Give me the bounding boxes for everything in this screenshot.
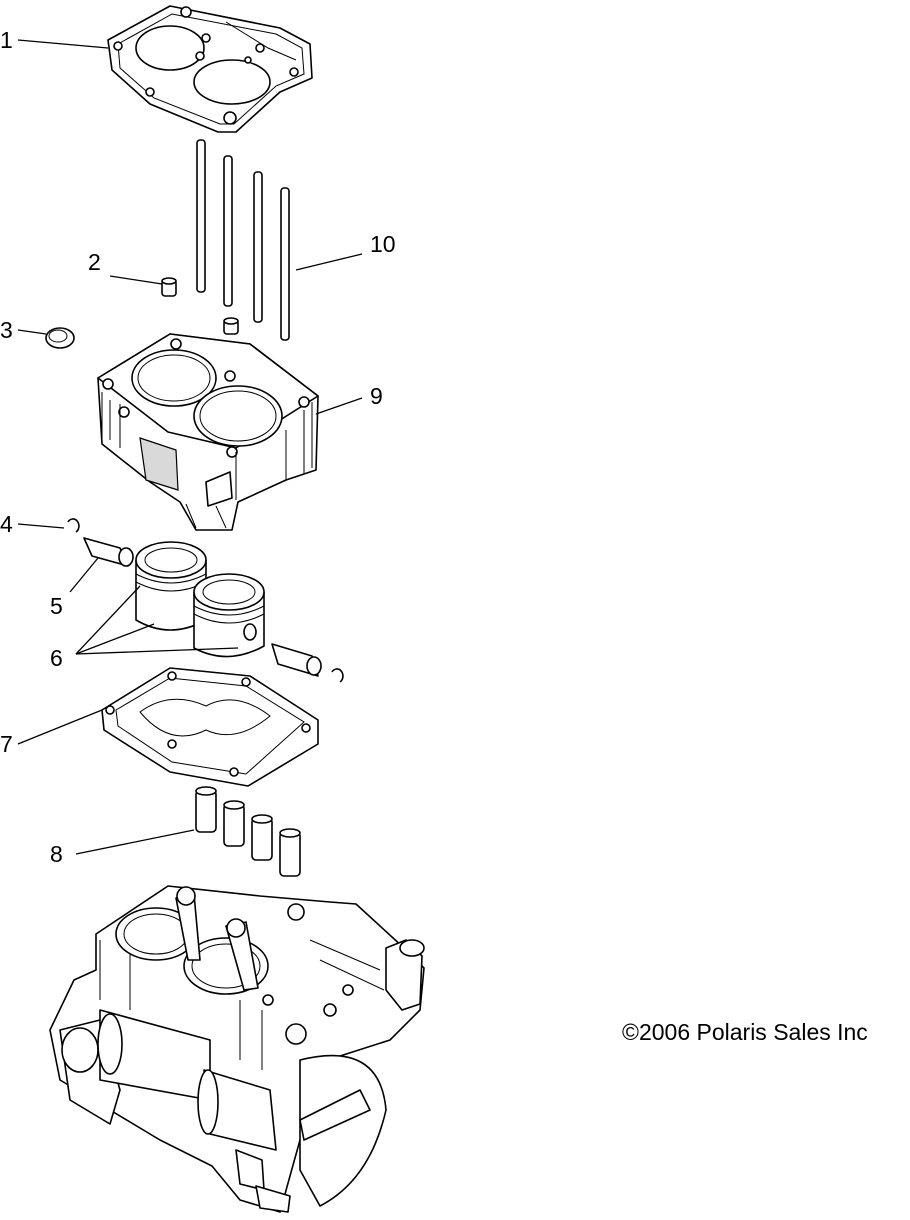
pistons [135, 541, 265, 658]
callout-10: 10 [370, 231, 396, 257]
dowel-sleeves [195, 786, 301, 877]
cylinder-studs [196, 139, 290, 341]
callout-6: 6 [50, 645, 63, 671]
callout-4: 4 [0, 511, 13, 537]
head-gasket-top [107, 5, 313, 133]
callout-9: 9 [370, 383, 383, 409]
leader-lines [17, 39, 363, 855]
callout-8: 8 [50, 841, 63, 867]
wrist-pin-right [271, 643, 344, 683]
cylinder-block [97, 333, 319, 531]
plug-cap [45, 327, 75, 349]
callout-5: 5 [50, 593, 63, 619]
base-gasket [101, 667, 319, 787]
copyright-notice: ©2006 Polaris Sales Inc [622, 1019, 868, 1045]
callout-3: 3 [0, 317, 13, 343]
callout-1: 1 [0, 27, 13, 53]
dowel-pin [161, 277, 239, 335]
callout-7: 7 [0, 731, 13, 757]
wrist-pin-left [67, 518, 134, 567]
callout-2: 2 [88, 249, 101, 275]
crankcase-assembly [49, 885, 425, 1213]
